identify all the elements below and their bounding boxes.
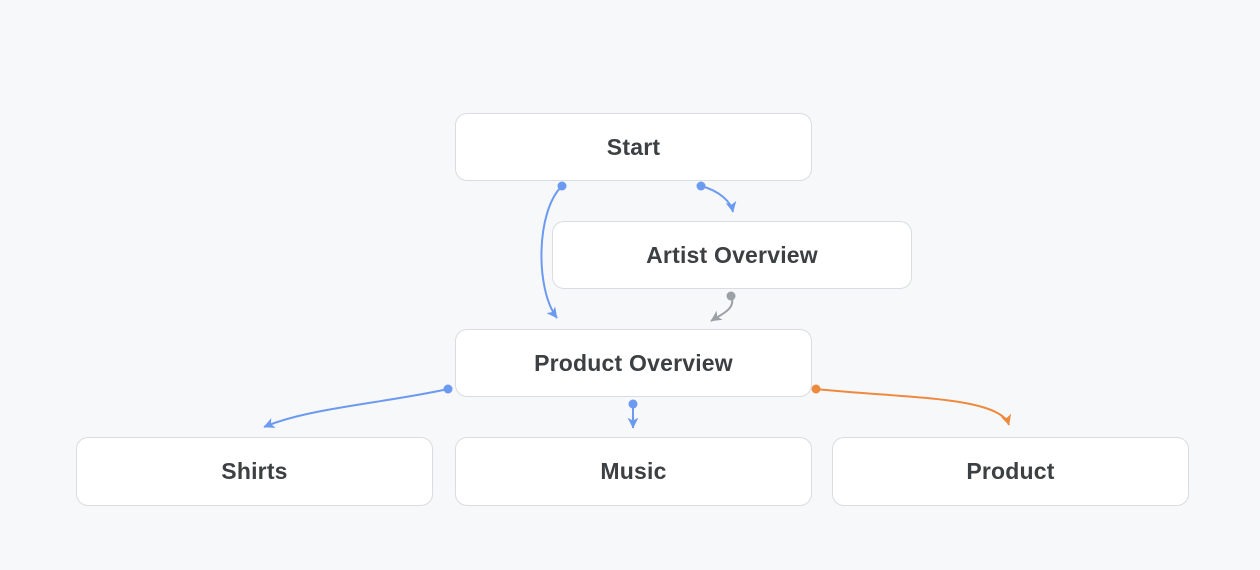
edge-artist-overview-to-product-overview [710,295,734,322]
edge-anchor-dot [696,181,706,191]
node-product-overview[interactable]: Product Overview [455,329,812,397]
node-shirts-label: Shirts [221,458,288,484]
node-product[interactable]: Product [832,437,1189,506]
node-shirts[interactable]: Shirts [76,437,433,506]
node-music[interactable]: Music [455,437,812,506]
edge-anchor-dot [726,291,736,301]
node-product-overview-label: Product Overview [534,349,733,376]
edge-product-overview-to-product [815,388,1012,426]
node-product-label: Product [966,458,1055,484]
node-start-label: Start [606,133,661,160]
edge-anchor-dot [811,384,821,394]
node-music-label: Music [600,458,667,484]
edge-anchor-dot [628,399,638,409]
edge-product-overview-to-shirts [263,388,449,428]
node-artist-overview-label: Artist Overview [646,241,818,268]
node-start[interactable]: Start [455,113,812,181]
node-artist-overview[interactable]: Artist Overview [552,221,912,289]
edge-anchor-dot [557,181,567,191]
edge-start-to-artist-overview [700,185,737,213]
edge-anchor-dot [443,384,453,394]
